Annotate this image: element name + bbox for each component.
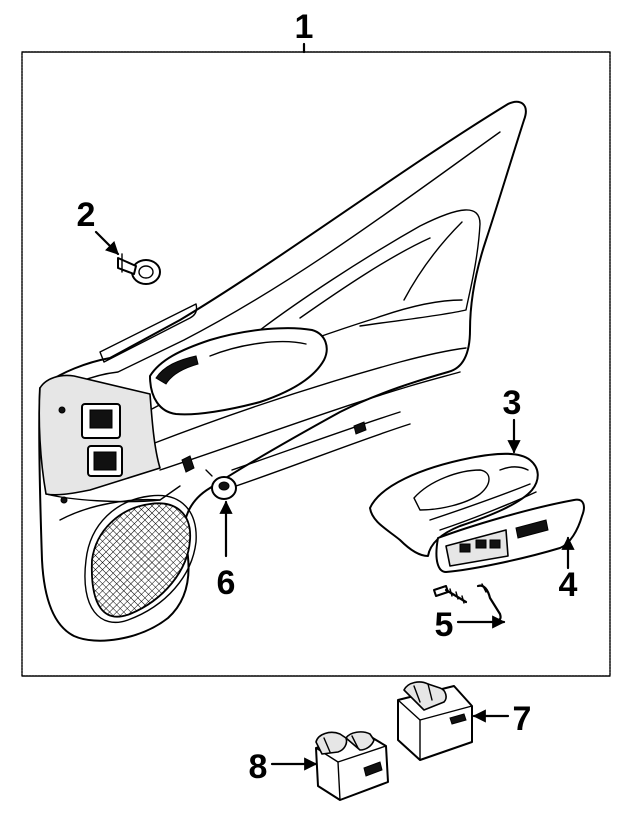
assembly-frame — [21, 42, 611, 677]
callout-5: 5 — [435, 606, 454, 644]
switch-panel-part — [435, 498, 585, 573]
door-trim-panel — [38, 100, 527, 642]
push-clip-part — [117, 253, 161, 285]
window-switch-master-part — [315, 731, 389, 801]
callout-2: 2 — [77, 196, 96, 234]
lock-knob-part — [205, 469, 237, 500]
callout-4: 4 — [559, 566, 578, 604]
switch-bezel-part — [369, 452, 539, 557]
callout-labels: 1 2 3 4 5 6 7 8 — [77, 8, 578, 786]
callout-6: 6 — [217, 564, 236, 602]
callout-7: 7 — [513, 700, 532, 738]
callout-3: 3 — [503, 384, 522, 422]
callout-8: 8 — [249, 748, 268, 786]
window-switch-single-part — [397, 681, 473, 761]
leader-2 — [94, 230, 120, 256]
leader-lines — [94, 230, 575, 771]
callout-1: 1 — [295, 8, 314, 46]
